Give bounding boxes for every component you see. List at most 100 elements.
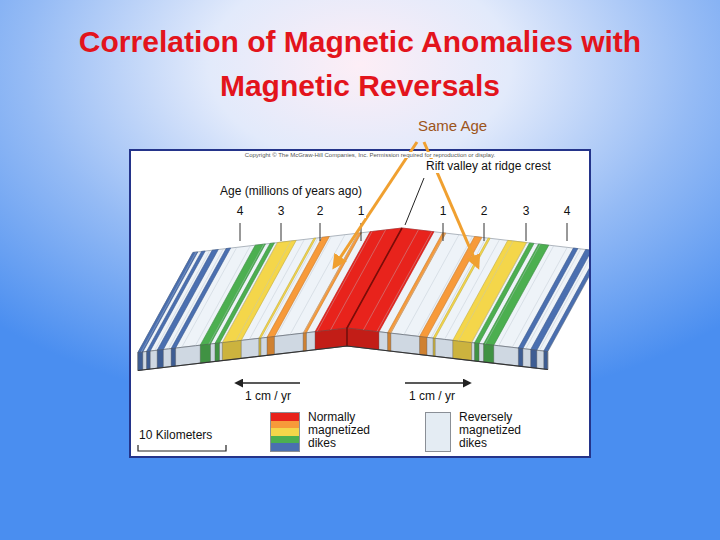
text-patch: 2 [315, 204, 326, 218]
callout-label: Same Age [418, 117, 508, 134]
text-patch: 2 [479, 204, 490, 218]
axis-title: Age (millions of years ago) [218, 185, 388, 199]
swatch-band [271, 436, 299, 444]
dike-line [331, 230, 386, 330]
text-patch: Copyright © The McGraw-Hill Companies, I… [243, 152, 497, 158]
dike-line [539, 251, 589, 351]
text-patch: 4 [562, 204, 573, 218]
dike-front [215, 343, 220, 362]
dike-line [290, 235, 345, 335]
text-patch: 1 cm / yr [407, 389, 457, 403]
dike-front [303, 333, 306, 351]
normal-stripe [531, 250, 589, 351]
age-number: 2 [474, 205, 494, 219]
legend-label: Reversely magnetized dikes [459, 411, 531, 450]
scale-label: 10 Kilometers [137, 429, 237, 443]
dike-line [363, 230, 418, 330]
dike-front [200, 344, 210, 363]
text-patch: 1 cm / yr [243, 389, 293, 403]
spreading-arrow [405, 382, 470, 384]
age-tick [484, 223, 485, 241]
dike-line [485, 244, 540, 344]
normal-stripe [347, 228, 434, 332]
dike-line [377, 232, 432, 332]
normal-stripe [171, 248, 231, 349]
age-tick [281, 223, 282, 241]
dike-line [458, 241, 513, 341]
dike-line [195, 246, 250, 346]
scale-bar [138, 445, 226, 451]
age-tick [320, 223, 321, 241]
dike-line [404, 235, 459, 335]
top-surface [138, 228, 589, 352]
block-bottom [138, 346, 548, 370]
rate-label: 1 cm / yr [230, 390, 306, 404]
dike-line [155, 251, 210, 351]
age-number: 3 [516, 205, 536, 219]
dike-front [147, 351, 151, 369]
front-face [138, 328, 548, 370]
dike-line [431, 238, 486, 338]
dike-front [475, 343, 480, 362]
dike-line [249, 239, 304, 339]
dike-line [418, 236, 473, 336]
dike-line [263, 238, 318, 338]
dike-front [484, 344, 494, 363]
text-patch: 3 [521, 204, 532, 218]
dike-front [518, 348, 523, 367]
text-patch: 3 [276, 204, 287, 218]
age-tick [526, 223, 527, 241]
dike-line [182, 247, 237, 347]
copyright-note: Copyright © The McGraw-Hill Companies, I… [190, 152, 550, 159]
age-number: 1 [351, 205, 371, 219]
dike-line [317, 232, 372, 332]
figure-marks [138, 142, 567, 451]
legend-label: Normally magnetized dikes [308, 411, 380, 450]
leader-line [405, 178, 424, 225]
rift-valley [347, 228, 402, 346]
age-tick [567, 223, 568, 241]
spreading-arrow [236, 382, 300, 384]
age-tick [443, 223, 444, 241]
dike-front [433, 338, 435, 356]
dike-front [157, 350, 163, 369]
dike-line [276, 236, 331, 336]
age-number: 3 [271, 205, 291, 219]
seafloor-block [138, 228, 589, 370]
dike-front [222, 340, 241, 360]
swatch-band [271, 443, 299, 451]
dike-front [267, 336, 274, 355]
dike-line [390, 233, 445, 333]
text-patch: 4 [235, 204, 246, 218]
dike-front [388, 333, 391, 351]
dike-line [222, 243, 277, 343]
swatch-band [271, 421, 299, 429]
slide-title: Correlation of Magnetic Anomalies with M… [45, 20, 675, 108]
same-age-arrow [334, 142, 417, 267]
dike-front [171, 348, 176, 367]
dike-front [453, 340, 472, 360]
age-number: 4 [230, 205, 250, 219]
dike-front [420, 336, 427, 355]
dike-line [512, 247, 567, 347]
dike-line [526, 249, 581, 349]
feature-label: Rift valley at ridge crest [424, 160, 574, 174]
text-patch: 1 [438, 204, 449, 218]
swatch-band [271, 413, 299, 421]
swatch-band [271, 428, 299, 436]
legend-swatch [425, 412, 451, 452]
dike-front [259, 338, 261, 356]
text-patch: Age (millions of years ago) [218, 184, 364, 198]
normal-stripe [475, 243, 535, 344]
normal-stripe [518, 248, 578, 349]
normal-stripe [147, 251, 206, 351]
age-tick [240, 223, 241, 241]
dike-line [236, 241, 291, 341]
dike-line [472, 243, 527, 343]
dike-line [141, 252, 196, 352]
text-patch: 10 Kilometers [137, 428, 214, 442]
legend-swatch [270, 412, 300, 452]
dike-front [138, 352, 143, 371]
dike-line [168, 249, 223, 349]
